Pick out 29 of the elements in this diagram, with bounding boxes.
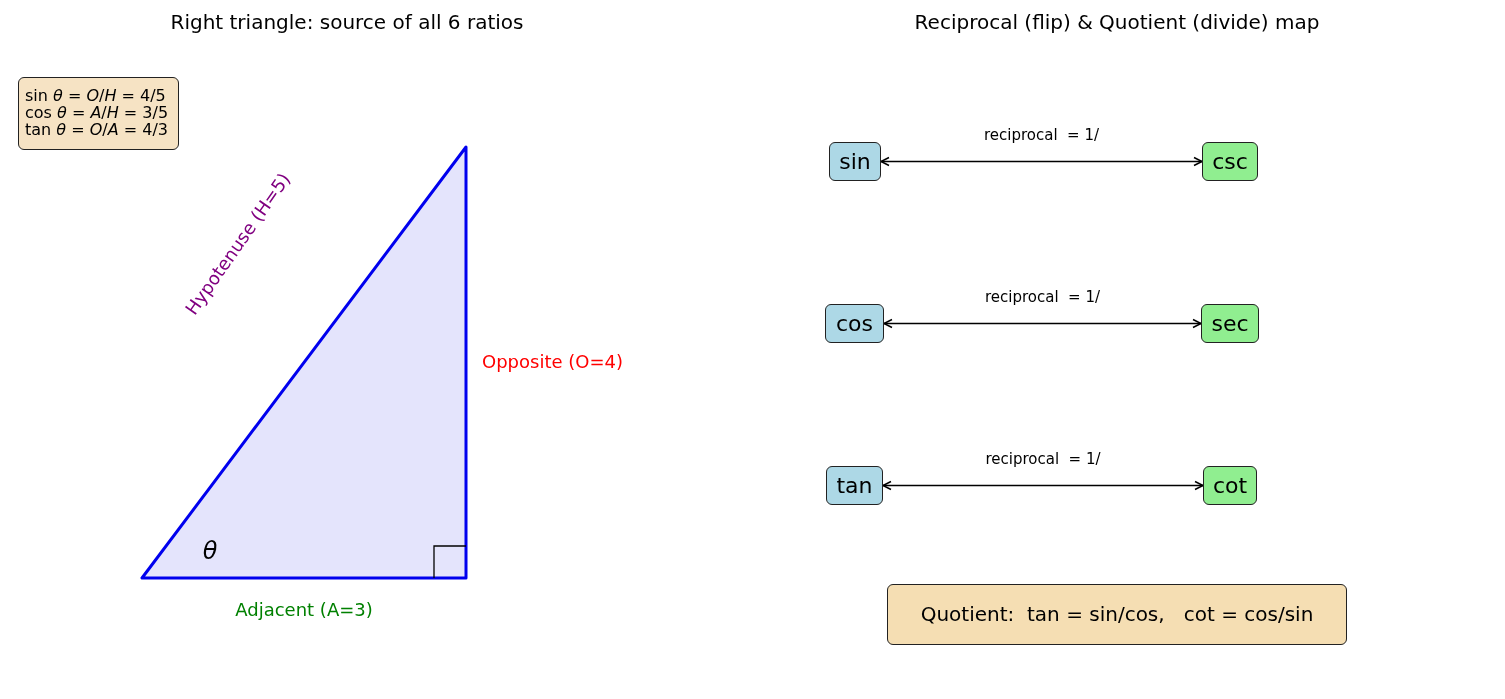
function-name: csc — [1212, 149, 1248, 174]
function-box — [1202, 142, 1258, 181]
function-box — [1201, 304, 1259, 343]
double-headed-arrow — [883, 318, 1202, 329]
function-name: tan — [836, 473, 873, 498]
function-box — [825, 304, 884, 343]
angle-label: θ — [202, 539, 218, 563]
side-label: Adjacent (A=3) — [235, 601, 373, 619]
panel-title: Right triangle: source of all 6 ratios — [170, 12, 524, 32]
function-box — [829, 142, 881, 181]
formula-text: tan θ = O/A = 4/3 — [25, 121, 168, 139]
side-label: Opposite (O=4) — [482, 353, 623, 371]
panel-title: Reciprocal (flip) & Quotient (divide) map — [914, 12, 1320, 32]
function-box — [826, 466, 883, 505]
formula-text: sin θ = O/H = 4/5 — [25, 88, 166, 106]
formula-text: Quotient: tan = sin/cos, cot = cos/sin — [920, 604, 1314, 625]
formula-text: cos θ = A/H = 3/5 — [25, 105, 169, 122]
function-name: cos — [836, 311, 873, 336]
double-headed-arrow — [882, 480, 1204, 491]
function-name: sin — [839, 149, 871, 174]
edge-label: reciprocal = 1/ — [985, 451, 1101, 467]
function-name: sec — [1211, 311, 1249, 336]
function-name: cot — [1212, 473, 1248, 498]
double-headed-arrow — [880, 156, 1203, 167]
formula-box — [18, 77, 179, 150]
edge-label: reciprocal = 1/ — [983, 127, 1100, 143]
quotient-formula-box — [887, 584, 1347, 645]
edge-label: reciprocal = 1/ — [984, 289, 1101, 305]
function-box — [1203, 466, 1257, 505]
